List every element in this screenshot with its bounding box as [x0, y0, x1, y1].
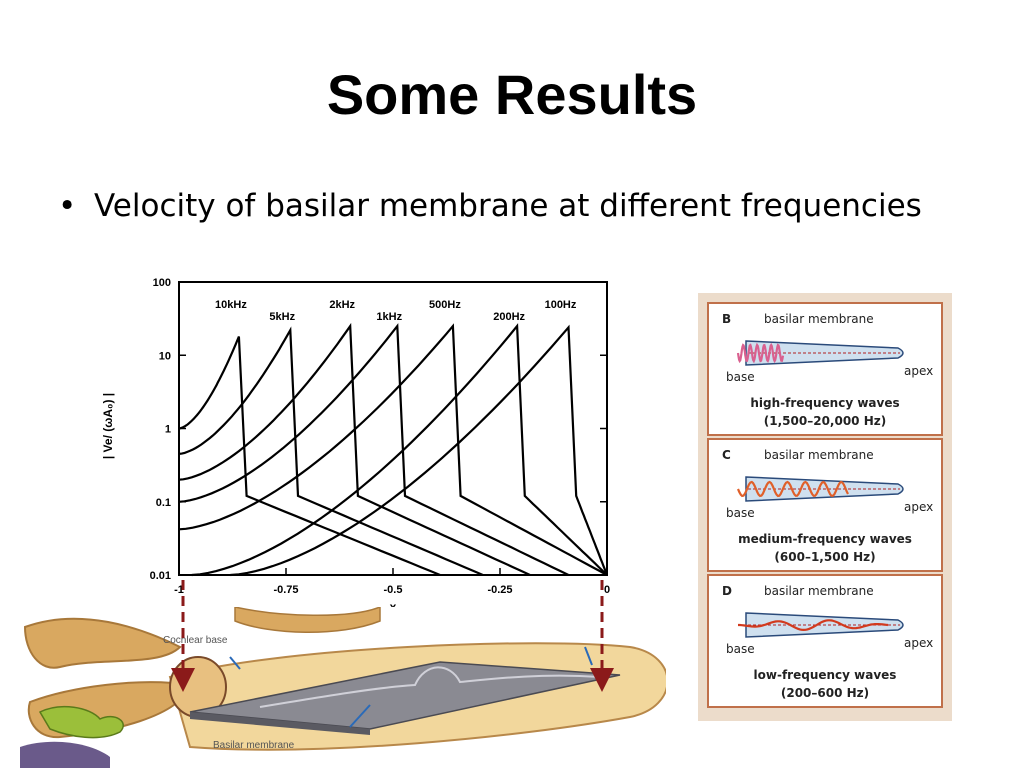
vestibule-shape [20, 741, 110, 768]
series-line-10kHz [178, 336, 441, 577]
basilar-membrane-sheet [189, 661, 621, 730]
x-tick-label: -1 [174, 584, 184, 596]
panel-caption: high-frequency waves [750, 396, 899, 410]
membrane-wave [736, 480, 849, 498]
bullet-item: • Velocity of basilar membrane at differe… [58, 188, 922, 224]
series-label: 100Hz [545, 299, 577, 311]
pointer-line-3 [349, 704, 371, 728]
panel-membrane-label: basilar membrane [764, 312, 874, 326]
membrane-wave [738, 619, 889, 632]
panel-range: (1,500–20,000 Hz) [764, 414, 886, 428]
series-line-200Hz [191, 323, 608, 577]
panel-apex-label: apex [904, 636, 933, 650]
series-label: 2kHz [329, 299, 355, 311]
series-group [178, 322, 609, 577]
panel-base-label: base [726, 506, 755, 520]
y-axis: 100 10 1 0.1 0.01 [150, 277, 607, 582]
panel-box [707, 574, 943, 708]
panel-caption: medium-frequency waves [738, 532, 912, 546]
pointer-line-2 [584, 646, 593, 666]
series-label: 200Hz [493, 311, 525, 323]
x-axis: -1 -0.75 -0.5 -0.25 0 [174, 568, 610, 596]
panel-base-label: base [726, 642, 755, 656]
x-tick-label: -0.5 [384, 584, 403, 596]
series-line-5kHz [178, 326, 484, 577]
membrane-wave [736, 342, 785, 364]
x-tick-label: 0 [604, 584, 610, 596]
panel-apex-label: apex [904, 500, 933, 514]
slide-title: Some Results [326, 63, 698, 126]
bullet-dot: • [58, 188, 77, 224]
bullet-text: Velocity of basilar membrane at differen… [94, 188, 922, 224]
panel-base-label: base [726, 370, 755, 384]
series-line-2kHz [178, 322, 531, 576]
panel-caption: low-frequency waves [754, 668, 897, 682]
panel-box [707, 438, 943, 572]
series-line-500Hz [178, 323, 608, 576]
ear-bone [234, 607, 381, 633]
panel-range: (200–600 Hz) [781, 686, 869, 700]
panel-box [707, 302, 943, 436]
cochlea-illustration: Cochlear base Basilar membrane [20, 607, 666, 768]
series-line-1kHz [178, 323, 569, 576]
x-tick-label: -0.75 [273, 584, 298, 596]
y-tick-label: 0.1 [156, 497, 171, 509]
ear-canal [23, 617, 182, 669]
panel-membrane-label: basilar membrane [764, 584, 874, 598]
basilar-membrane-label: Basilar membrane [213, 740, 295, 751]
y-tick-label: 1 [165, 424, 171, 436]
pointer-line [229, 656, 241, 670]
y-tick-label: 100 [153, 277, 171, 289]
panel-apex-label: apex [904, 364, 933, 378]
y-axis-label: | Ve/ (ωA₀) | [101, 393, 115, 459]
panel-letter: B [722, 312, 731, 326]
series-label: 500Hz [429, 299, 461, 311]
velocity-chart: 100 10 1 0.1 0.01 -1 -0.75 -0.5 -0.25 0 | Ve/ (ω… [101, 277, 610, 613]
cochlear-base-label: Cochlear base [163, 635, 228, 646]
y-tick-label: 10 [159, 350, 171, 362]
panel-letter: C [722, 448, 731, 462]
panel-membrane-label: basilar membrane [764, 448, 874, 462]
membrane-wave [259, 666, 601, 708]
panel-letter: D [722, 584, 732, 598]
x-tick-label: -0.25 [487, 584, 512, 596]
series-line-100Hz [230, 324, 609, 577]
series-labels: 10kHz 5kHz 2kHz 1kHz 500Hz 200Hz 100Hz [215, 299, 577, 323]
x-axis-label: x [390, 600, 397, 613]
membrane-edge [190, 712, 370, 735]
series-label: 1kHz [376, 311, 402, 323]
panel-range: (600–1,500 Hz) [774, 550, 875, 564]
y-tick-label: 0.01 [150, 570, 171, 582]
series-label: 10kHz [215, 299, 247, 311]
nerve-shape [38, 705, 124, 739]
series-label: 5kHz [269, 311, 295, 323]
